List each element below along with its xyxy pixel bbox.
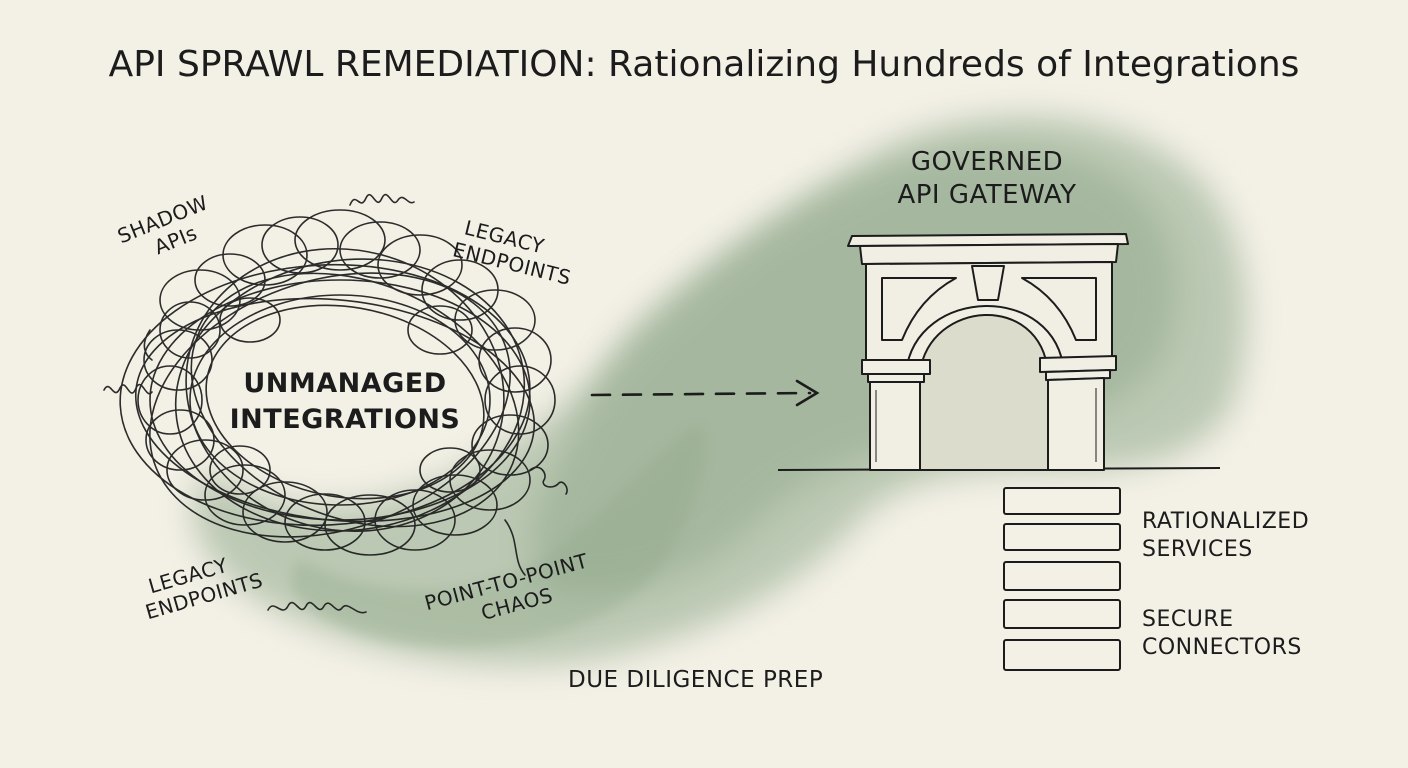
stack-block	[1003, 599, 1121, 629]
stack-block	[1003, 561, 1121, 591]
stack-block	[1003, 639, 1121, 671]
tangle-label-line2: INTEGRATIONS	[229, 403, 461, 435]
label-rationalized-line2: SERVICES	[1142, 536, 1253, 562]
gateway-title: GOVERNED API GATEWAY	[842, 146, 1132, 213]
tangle-label: UNMANAGED INTEGRATIONS	[195, 366, 495, 437]
label-secure-line1: SECURE	[1142, 607, 1234, 632]
dashed-arrow	[590, 379, 820, 407]
gateway-title-line2: API GATEWAY	[897, 180, 1077, 211]
label-rationalized-line1: RATIONALIZED	[1142, 509, 1310, 534]
stack-block	[1003, 487, 1121, 515]
label-rationalized-services: RATIONALIZED SERVICES	[1142, 508, 1309, 563]
label-secure-connectors: SECURE CONNECTORS	[1142, 606, 1302, 661]
stack-block	[1003, 523, 1121, 551]
service-stack	[1003, 487, 1121, 671]
gateway-arch	[777, 233, 1221, 471]
label-secure-line2: CONNECTORS	[1142, 634, 1302, 660]
tangle-label-line1: UNMANAGED	[243, 368, 447, 399]
gateway-title-line1: GOVERNED	[910, 147, 1064, 177]
footer-label: DUE DILIGENCE PREP	[568, 667, 824, 693]
tangle-scribble	[103, 193, 568, 614]
diagram-title: API SPRAWL REMEDIATION: Rationalizing Hu…	[108, 44, 1300, 85]
